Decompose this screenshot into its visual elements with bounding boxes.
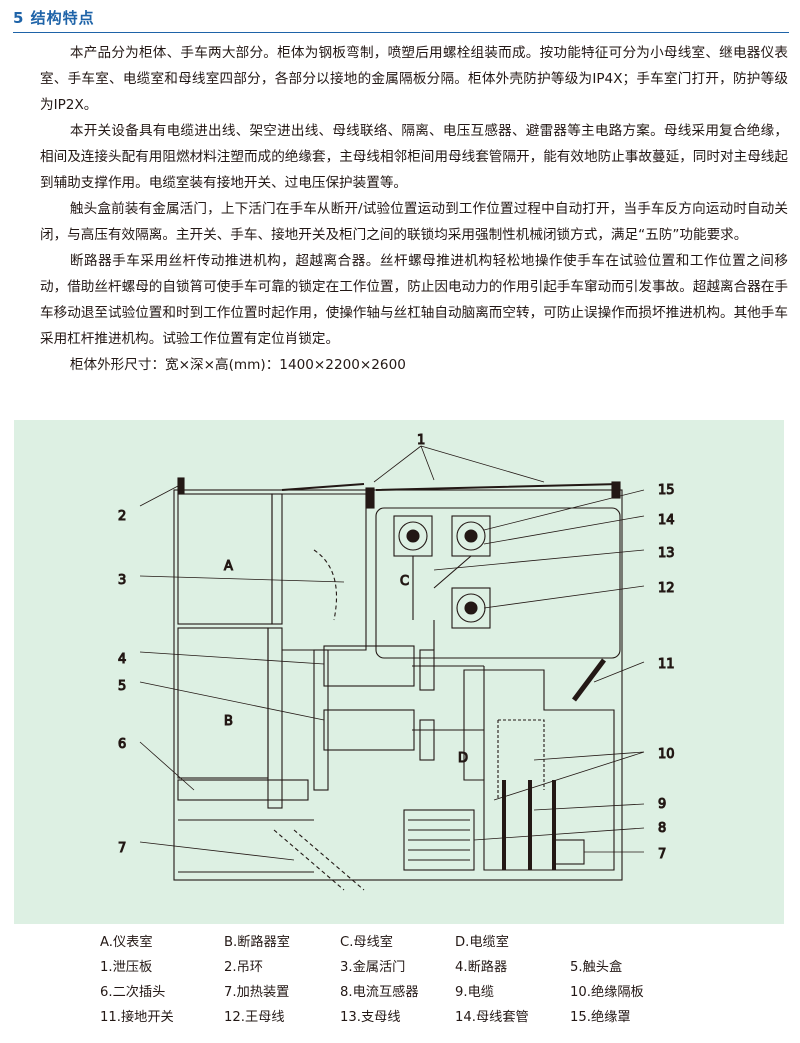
callout-number: 7 <box>658 847 666 862</box>
legend-item: 5.触头盒 <box>570 960 623 975</box>
callout-number: 2 <box>118 509 126 524</box>
cabinet-cross-section-drawing: A B C D 1 2 3 4 5 6 7 15 14 13 12 11 10 … <box>117 432 675 891</box>
figure-legend: A.仪表室 B.断路器室 C.母线室 D.电缆室 1.泄压板 2.吊环 3.金属… <box>100 930 780 1030</box>
contact-box-lower <box>323 709 415 751</box>
legend-item: B.断路器室 <box>224 935 290 950</box>
paragraph: 本开关设备具有电缆进出线、架空进出线、母线联络、隔离、电压互感器、避雷器等主电路… <box>40 123 788 191</box>
legend-row: 6.二次插头 7.加热装置 8.电流互感器 9.电缆 10.绝缘隔板 <box>100 980 780 1005</box>
section-header: 5 结构特点 <box>13 6 789 33</box>
legend-row: 1.泄压板 2.吊环 3.金属活门 4.断路器 5.触头盒 <box>100 955 780 980</box>
legend-item: 4.断路器 <box>455 960 508 975</box>
legend-item: 3.金属活门 <box>340 960 406 975</box>
callout-number: 6 <box>118 737 126 752</box>
compartment-label: A <box>224 559 233 574</box>
cable-room-outline <box>463 669 615 871</box>
legend-row: A.仪表室 B.断路器室 C.母线室 D.电缆室 <box>100 930 780 955</box>
secondary-plug <box>177 779 309 801</box>
callout-number: 13 <box>658 546 675 561</box>
switchgear-structure-figure: A B C D 1 2 3 4 5 6 7 15 14 13 12 11 10 … <box>14 420 784 924</box>
legend-item: 11.接地开关 <box>100 1010 174 1025</box>
legend-item: 2.吊环 <box>224 960 263 975</box>
callout-number: 12 <box>658 581 675 596</box>
callout-number: 4 <box>118 652 126 667</box>
busbar-room-outline <box>375 507 621 659</box>
legend-item: 1.泄压板 <box>100 960 153 975</box>
legend-item: 14.母线套管 <box>455 1010 529 1025</box>
callout-number: 1 <box>417 433 425 448</box>
dimensions-line: 柜体外形尺寸：宽×深×高(mm)：1400×2200×2600 <box>69 357 406 373</box>
callout-number: 8 <box>658 821 666 836</box>
main-busbar <box>451 587 491 629</box>
body-text: 本产品分为柜体、手车两大部分。柜体为钢板弯制，喷塑后用螺栓组装而成。按功能特征可… <box>40 40 788 378</box>
legend-item: 7.加热装置 <box>224 985 290 1000</box>
paragraph: 本产品分为柜体、手车两大部分。柜体为钢板弯制，喷塑后用螺栓组装而成。按功能特征可… <box>40 45 788 113</box>
contact-box-upper <box>323 645 415 687</box>
callout-number: 14 <box>658 513 675 528</box>
callout-number: 9 <box>658 797 666 812</box>
legend-item: D.电缆室 <box>455 935 509 950</box>
compartment-label: B <box>224 714 233 729</box>
callout-number: 11 <box>658 657 675 672</box>
callout-number: 15 <box>658 483 675 498</box>
legend-row: 11.接地开关 12.王母线 13.支母线 14.母线套管 15.绝缘罩 <box>100 1005 780 1030</box>
compartment-label: C <box>400 574 409 589</box>
legend-item: 15.绝缘罩 <box>570 1010 631 1025</box>
legend-item: 6.二次插头 <box>100 985 166 1000</box>
legend-item: 9.电缆 <box>455 985 494 1000</box>
legend-item: 12.王母线 <box>224 1010 285 1025</box>
circuit-breaker <box>313 649 329 791</box>
legend-item: 8.电流互感器 <box>340 985 419 1000</box>
section-title: 5 结构特点 <box>13 9 95 27</box>
compartment-label: D <box>458 751 468 766</box>
breaker-room-outline <box>177 627 269 779</box>
callout-number: 7 <box>118 841 126 856</box>
paragraph: 断路器手车采用丝杆传动推进机构，超越离合器。丝杆螺母推进机构轻松地操作使手车在试… <box>40 253 788 347</box>
callout-number: 5 <box>118 679 126 694</box>
callout-number: 3 <box>118 573 126 588</box>
legend-item: A.仪表室 <box>100 935 153 950</box>
paragraph: 触头盒前装有金属活门，上下活门在手车从断开/试验位置运动到工作位置过程中自动打开… <box>40 201 788 243</box>
legend-item: C.母线室 <box>340 935 393 950</box>
legend-item: 10.绝缘隔板 <box>570 985 644 1000</box>
legend-item: 13.支母线 <box>340 1010 401 1025</box>
callout-number: 10 <box>658 747 675 762</box>
